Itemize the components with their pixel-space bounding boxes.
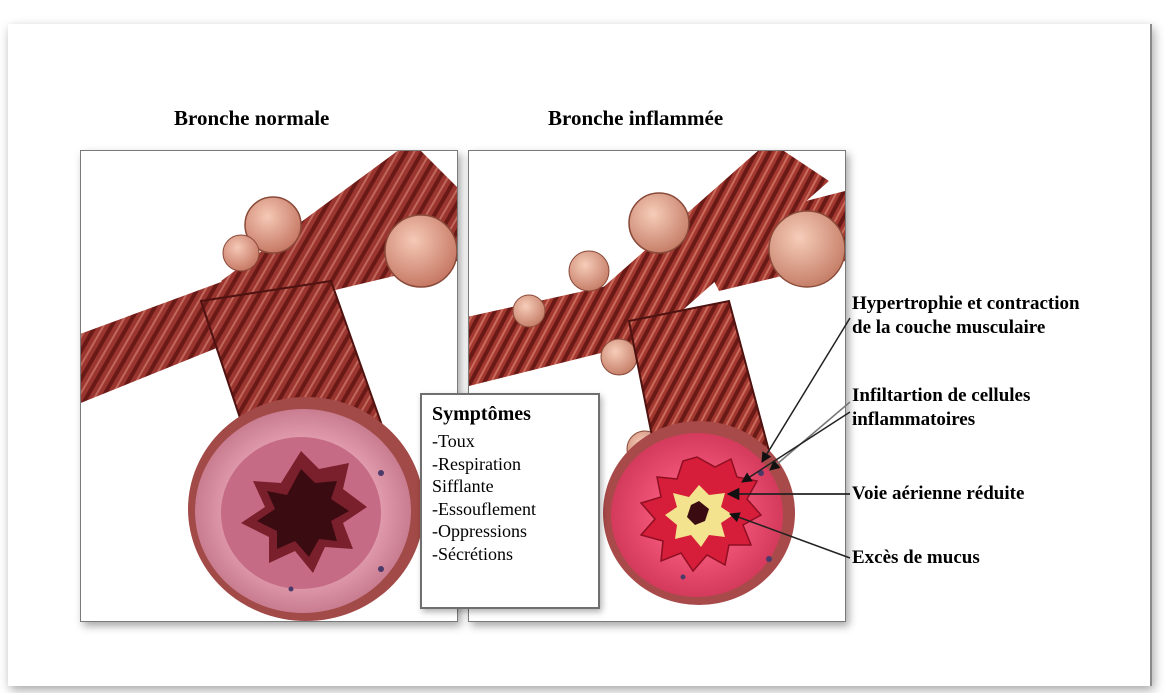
arrow-cells-1 — [770, 402, 850, 470]
arrow-cells-2 — [742, 412, 850, 482]
arrow-mucus — [730, 514, 850, 558]
